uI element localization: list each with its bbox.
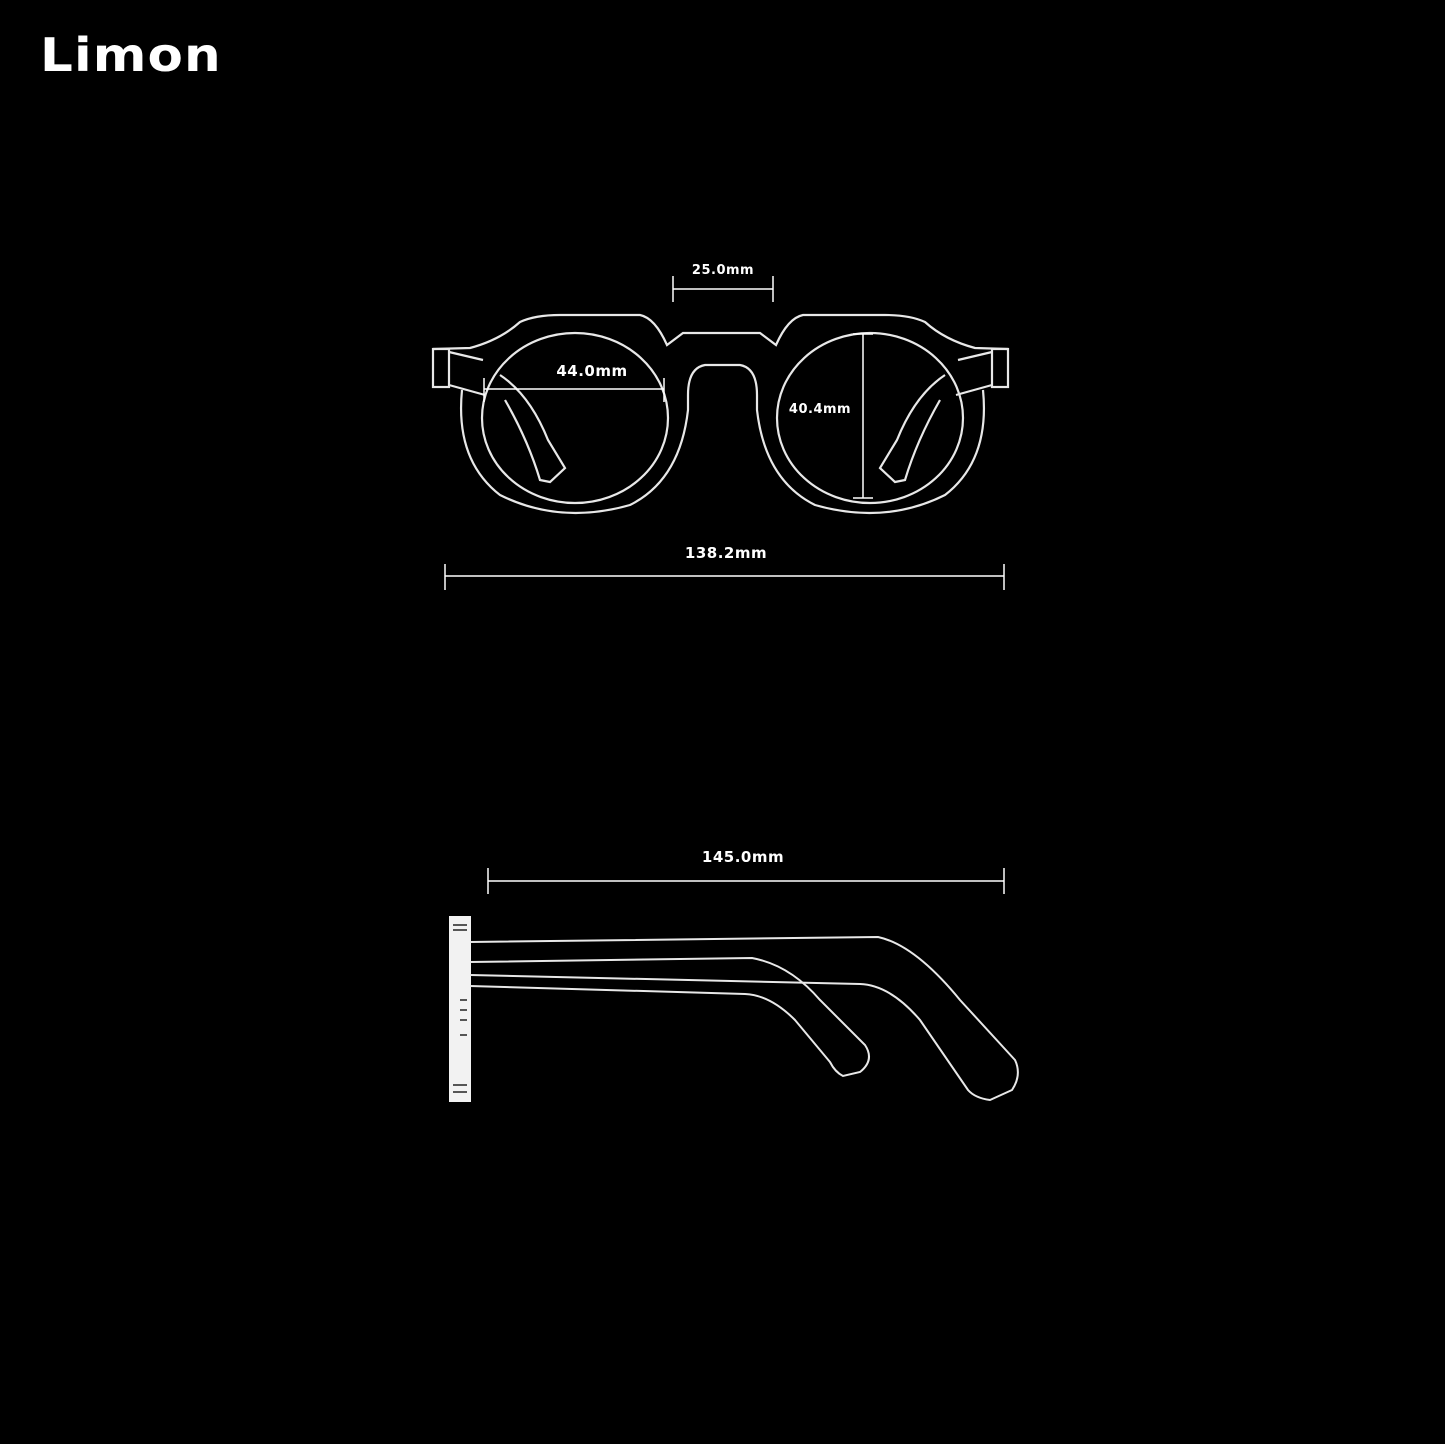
total-width-dimension-line [444, 564, 1005, 590]
total-width-label: 138.2mm [684, 544, 768, 562]
bridge-width-label: 25.0mm [691, 263, 755, 278]
side-frame [449, 916, 1019, 1102]
temple-length-dimension-line [487, 868, 1005, 894]
lens-height-label: 40.4mm [788, 402, 852, 417]
brand-logo: Limon [40, 28, 222, 82]
temple-length-label: 145.0mm [701, 848, 785, 866]
lens-width-dimension-line [483, 378, 665, 402]
lens-height-dimension-line [853, 333, 873, 499]
bridge-dimension-line [672, 276, 774, 302]
front-frame [431, 313, 1010, 515]
lens-width-label: 44.0mm [556, 362, 628, 380]
